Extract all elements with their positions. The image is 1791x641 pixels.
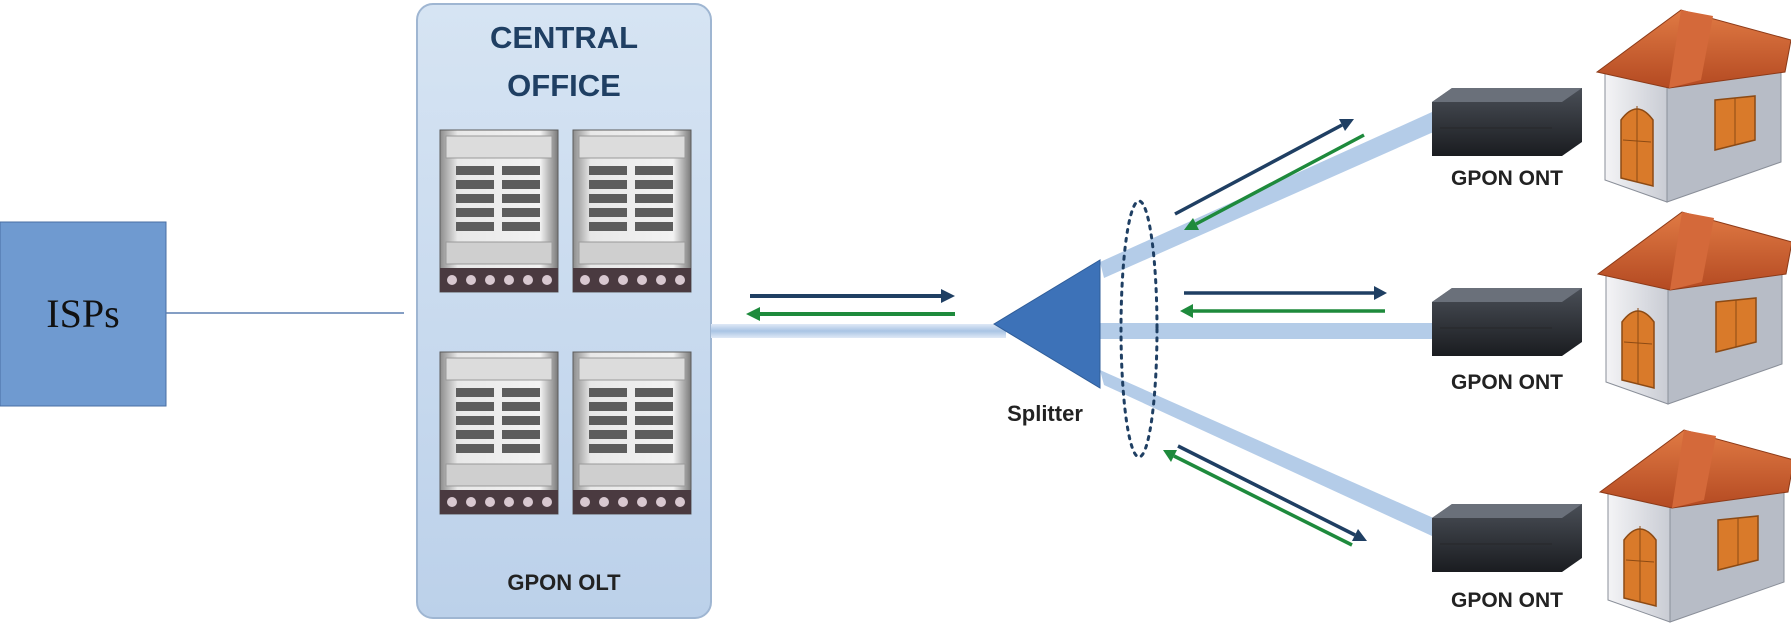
- olt-racks: [439, 129, 692, 515]
- top-upstream-arrow: [1195, 133, 1365, 226]
- fiber-branch-top: [1100, 112, 1438, 278]
- house-icon: [1598, 429, 1791, 623]
- isp-label: ISPs: [46, 291, 119, 336]
- fiber-branch-middle: [1100, 323, 1432, 339]
- house-icon: [1595, 9, 1791, 203]
- top-downstream-arrowhead: [1339, 119, 1354, 131]
- central-office-panel: CENTRAL OFFICE GPON OLT: [416, 3, 712, 619]
- olt-rack: [572, 351, 692, 515]
- downstream-arrowhead: [941, 289, 955, 303]
- ont-unit: GPON ONT: [1432, 88, 1582, 190]
- olt-label: GPON OLT: [507, 570, 621, 595]
- central-office-title-line2: OFFICE: [507, 68, 621, 103]
- central-office-title-line1: CENTRAL: [490, 20, 638, 55]
- isp-box: ISPs: [0, 221, 167, 407]
- fiber-trunk: [711, 324, 1006, 338]
- top-downstream-arrow: [1174, 123, 1343, 216]
- ont-unit: GPON ONT: [1432, 288, 1582, 394]
- ont-unit: GPON ONT: [1432, 504, 1582, 612]
- olt-rack: [439, 129, 559, 293]
- splitter: Splitter: [993, 259, 1101, 426]
- house-icon: [1596, 211, 1791, 405]
- branch-arrows: [1163, 119, 1387, 547]
- fiber-lines: [711, 112, 1438, 536]
- ont-label: GPON ONT: [1451, 371, 1563, 394]
- houses: [1595, 9, 1791, 623]
- bottom-downstream-arrow: [1177, 444, 1356, 537]
- bottom-upstream-arrow: [1173, 454, 1353, 547]
- bottom-downstream-arrowhead: [1352, 529, 1367, 541]
- splitter-triangle: [993, 259, 1101, 389]
- bottom-upstream-arrowhead: [1163, 450, 1177, 462]
- upstream-arrowhead: [746, 307, 760, 321]
- olt-rack: [439, 351, 559, 515]
- ont-units: GPON ONT GPON ONT GPON ONT: [1432, 88, 1582, 612]
- olt-rack: [572, 129, 692, 293]
- ont-label: GPON ONT: [1451, 589, 1563, 612]
- top-upstream-arrowhead: [1184, 218, 1199, 230]
- ont-label: GPON ONT: [1451, 167, 1563, 190]
- splitter-label: Splitter: [1007, 401, 1083, 426]
- trunk-arrows: [746, 289, 955, 321]
- middle-upstream-arrowhead: [1180, 304, 1193, 318]
- fiber-branch-bottom: [1100, 370, 1438, 536]
- splitter-group-ellipse: [1119, 199, 1159, 459]
- middle-downstream-arrowhead: [1374, 286, 1387, 300]
